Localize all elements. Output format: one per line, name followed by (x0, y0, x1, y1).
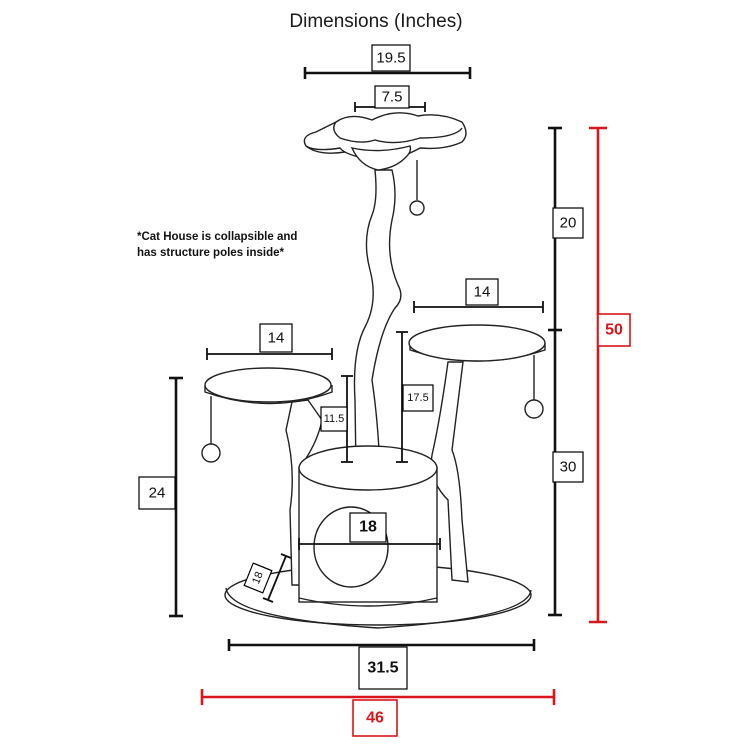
dim-overall-height: 50 (589, 126, 631, 624)
label-18-house: 18 (359, 519, 377, 536)
left-platform (204, 367, 332, 403)
dim-right-platform-width: 14 (413, 278, 544, 313)
dim-upper-section-height: 20 (548, 126, 584, 332)
label-14-right: 14 (474, 284, 491, 301)
label-14-left: 14 (268, 330, 285, 347)
flower-top-platform (303, 112, 467, 171)
diagram-title: Dimensions (Inches) (289, 11, 462, 32)
note-line-2: has structure poles inside* (137, 247, 285, 259)
label-11-5: 11.5 (324, 413, 345, 425)
right-post (430, 361, 469, 583)
trunk-base (356, 462, 380, 470)
dim-overall-width: 46 (200, 689, 556, 737)
cat-house-bottom-edge (298, 597, 438, 607)
dim-center-post-height: 17.5 (396, 331, 434, 463)
dim-left-platform-height: 24 (138, 376, 183, 618)
dim-left-platform-width: 14 (206, 323, 333, 360)
dim-base-width: 31.5 (227, 639, 536, 690)
right-platform (408, 324, 546, 362)
label-31-5: 31.5 (367, 660, 398, 677)
center-trunk (353, 169, 402, 471)
label-24: 24 (149, 485, 166, 502)
label-7-5: 7.5 (382, 89, 403, 106)
dim-house-width: 18 (298, 512, 441, 550)
label-20: 20 (560, 215, 577, 232)
note-line-1: *Cat House is collapsible and (137, 231, 297, 243)
dim-left-post-height: 11.5 (320, 375, 353, 463)
dim-base-depth: 18 (243, 553, 292, 603)
dim-top-platform-width: 19.5 (303, 44, 472, 79)
top-toy-ball (409, 200, 425, 216)
left-toy-ball (201, 443, 221, 463)
label-30: 30 (560, 459, 577, 476)
label-19-5: 19.5 (376, 50, 405, 67)
label-50: 50 (605, 322, 623, 339)
label-46: 46 (366, 710, 384, 727)
dim-top-platform-inner: 7.5 (354, 85, 426, 112)
right-toy-ball (524, 399, 544, 419)
label-18-base: 18 (250, 570, 266, 586)
cat-tree-illustration (201, 112, 546, 629)
dim-lower-section-height: 30 (548, 330, 584, 617)
label-17-5: 17.5 (407, 392, 428, 404)
base-board-edge (225, 587, 532, 629)
